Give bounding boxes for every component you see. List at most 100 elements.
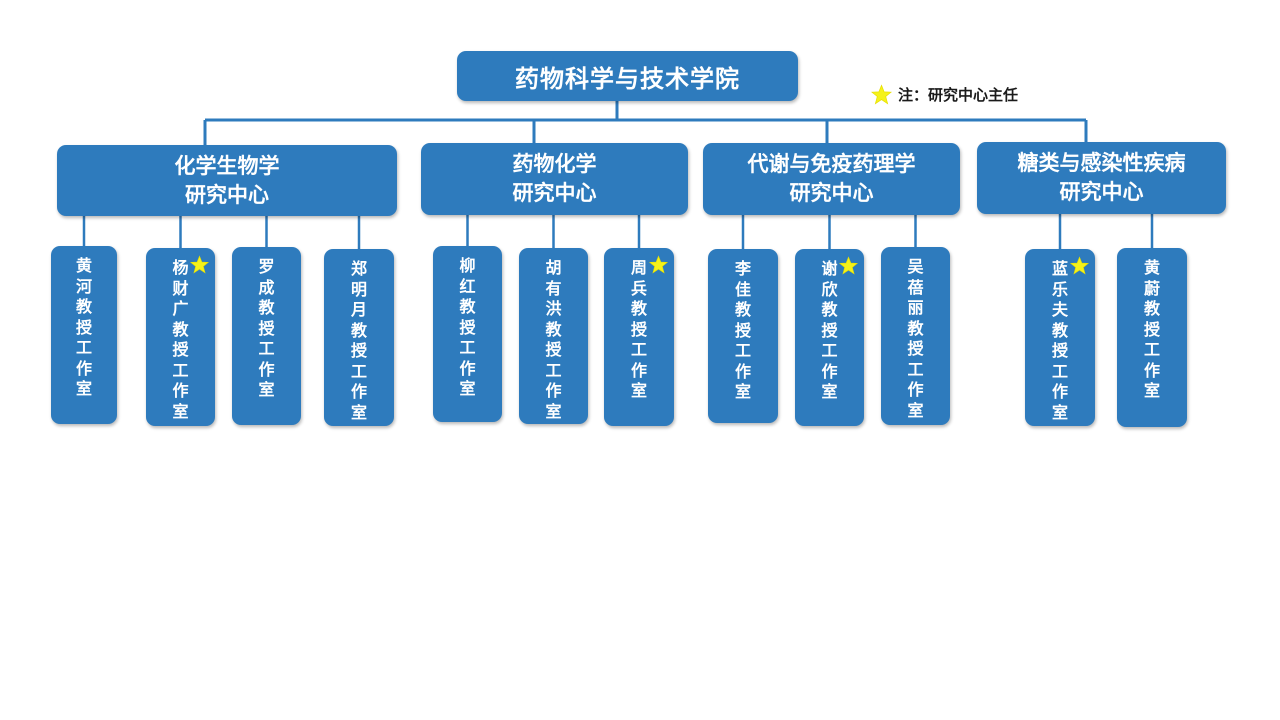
office-name-char: 工 [1051,361,1068,381]
office-name-char: 授 [907,339,924,358]
office-name-char: 教 [907,318,924,338]
star-icon [190,255,209,274]
office-name-char: 室 [734,382,751,401]
office-name-char: 教 [630,299,647,318]
office-name-char: 教 [1051,320,1068,340]
star-icon [871,84,892,105]
office-name-char: 授 [545,340,562,359]
office-name-char: 室 [172,401,189,421]
office-name-char: 室 [630,381,647,400]
office-name-char: 室 [1051,402,1068,422]
office-name-char: 夫 [1051,300,1068,319]
office-name-char: 洪 [545,299,562,318]
office-name-char: 作 [350,382,367,401]
office-name-char: 李 [734,259,751,278]
office-name-char: 教 [75,297,92,316]
office-name-char: 授 [1143,319,1160,339]
office-name-char: 作 [459,358,476,378]
office-name-char: 授 [1051,341,1068,360]
office-name-char: 郑 [350,259,367,278]
office-node: 李佳教授工作室 [708,249,778,423]
office-name-char: 室 [350,402,367,422]
office-name-char: 罗 [258,257,275,276]
office-name-char: 作 [1143,360,1160,380]
office-name-char: 作 [545,381,562,400]
office-name-char: 吴 [907,257,924,276]
center-node: 糖类与感染性疾病研究中心 [977,142,1226,214]
legend-text: 注：研究中心主任 [898,86,1019,104]
office-name: 郑明月教授工作室 [351,259,367,426]
office-node: 柳红教授工作室 [433,246,502,422]
center-name: 药物化学 [512,152,597,176]
office-name-char: 教 [821,300,838,319]
office-name-char: 兵 [630,278,647,298]
office-name-char: 周 [630,258,647,277]
office-node: 杨财广教授工作室 [146,248,215,426]
root-label: 药物科学与技术学院 [515,64,740,93]
office-node: 郑明月教授工作室 [324,249,394,426]
office-name: 杨财广教授工作室 [172,258,188,426]
office-node: 谢欣教授工作室 [795,249,864,426]
office-name-char: 授 [350,341,367,360]
office-name-char: 成 [258,277,275,297]
office-name-char: 有 [545,278,562,298]
star-icon [1070,256,1089,275]
office-name-char: 作 [630,360,647,380]
office-name-char: 教 [258,298,275,317]
root-node: 药物科学与技术学院 [457,51,798,101]
office-name-char: 谢 [821,259,838,278]
center-subtitle: 研究中心 [789,181,874,205]
office-name-char: 工 [545,360,562,380]
office-name-char: 工 [1143,340,1160,359]
office-name: 周兵教授工作室 [631,258,647,426]
office-name-char: 工 [459,338,476,357]
office-name-char: 授 [459,317,476,337]
office-name-char: 室 [545,401,562,421]
office-node: 胡有洪教授工作室 [519,248,588,424]
office-name-char: 工 [821,341,838,360]
office-name-char: 授 [258,318,275,338]
office-name-char: 蓓 [907,277,924,297]
office-name-char: 蔚 [1143,278,1160,298]
office-name-char: 作 [258,359,275,379]
office-node: 周兵教授工作室 [604,248,674,426]
office-node: 蓝乐夫教授工作室 [1025,249,1095,426]
office-name-char: 室 [258,380,275,399]
office-name: 罗成教授工作室 [258,257,274,425]
star-icon [649,255,668,274]
office-name-char: 作 [172,381,189,400]
office-node: 黄河教授工作室 [51,246,117,424]
office-name: 黄河教授工作室 [76,256,92,424]
office-name-char: 黄 [1143,258,1160,277]
office-name-char: 柳 [459,256,476,275]
office-name: 谢欣教授工作室 [821,259,837,426]
office-name-char: 教 [734,300,751,319]
office-name-char: 教 [459,297,476,316]
office-name-char: 室 [75,379,92,398]
office-name-char: 作 [907,380,924,399]
office-name-char: 室 [459,379,476,398]
office-name: 胡有洪教授工作室 [545,258,561,424]
office-name-char: 广 [172,299,189,318]
office-name-char: 作 [1051,382,1068,401]
office-name-char: 教 [545,319,562,339]
office-name-char: 室 [821,382,838,401]
center-node: 代谢与免疫药理学研究中心 [703,143,960,215]
office-name-char: 授 [734,320,751,340]
office-node: 罗成教授工作室 [232,247,301,425]
office-name-char: 河 [75,276,92,296]
office-name-char: 工 [907,359,924,379]
office-name-char: 教 [172,319,189,339]
office-name-char: 授 [75,317,92,337]
center-node: 化学生物学研究中心 [57,145,397,216]
center-subtitle: 研究中心 [185,182,269,207]
office-name-char: 工 [258,339,275,358]
office-name-char: 作 [734,361,751,381]
office-name-char: 欣 [821,279,838,299]
office-name-char: 工 [350,361,367,381]
office-name-char: 明 [350,279,367,299]
office-name-char: 黄 [75,256,92,275]
office-name-char: 工 [734,341,751,360]
office-name-char: 授 [630,319,647,339]
